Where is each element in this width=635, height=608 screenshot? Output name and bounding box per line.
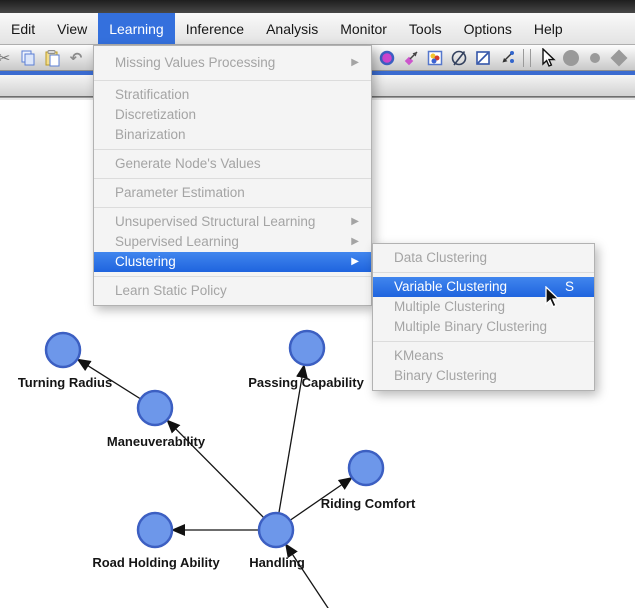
- menu-separator: [373, 341, 594, 342]
- menu-separator: [94, 178, 371, 179]
- menu-item-data-clustering[interactable]: Data Clustering: [373, 248, 594, 268]
- menu-item-label: Supervised Learning: [115, 234, 239, 249]
- menu-item-clustering[interactable]: Clustering: [94, 252, 371, 272]
- menu-item-generate-nodes-values[interactable]: Generate Node's Values: [94, 154, 371, 174]
- menu-separator: [94, 276, 371, 277]
- arc-dart-icon[interactable]: [401, 48, 421, 68]
- menu-help[interactable]: Help: [533, 20, 563, 37]
- submenu-arrow-icon: [351, 50, 359, 76]
- menu-separator: [94, 80, 371, 81]
- menu-item-label: Binary Clustering: [394, 368, 497, 383]
- window-top-strip: [0, 0, 635, 13]
- menu-options[interactable]: Options: [463, 20, 512, 37]
- node-riding-comfort[interactable]: [347, 449, 385, 487]
- undo-icon[interactable]: ↶: [69, 49, 83, 67]
- menu-item-multiple-binary-clustering[interactable]: Multiple Binary Clustering: [373, 317, 594, 337]
- edge-handling-passing-capability[interactable]: [275, 363, 308, 531]
- menu-item-binarization[interactable]: Binarization: [94, 125, 371, 145]
- copy-icon[interactable]: [18, 48, 38, 68]
- menu-item-variable-clustering[interactable]: Variable Clustering S: [373, 277, 594, 297]
- menu-item-unsupervised-structural-learning[interactable]: Unsupervised Structural Learning: [94, 212, 371, 232]
- menu-item-label: Binarization: [115, 127, 186, 142]
- menu-separator: [94, 207, 371, 208]
- mouse-cursor-icon: [545, 286, 561, 308]
- menu-view[interactable]: View: [57, 20, 88, 37]
- learning-menu-dropdown: Missing Values Processing Stratification…: [93, 45, 372, 306]
- magenta-node-icon[interactable]: [377, 48, 397, 68]
- menu-item-label: Clustering: [115, 254, 176, 269]
- arc-endpoints-icon[interactable]: [497, 48, 517, 68]
- pointer-tool-icon[interactable]: [537, 47, 557, 68]
- node-turning-radius[interactable]: [44, 331, 82, 369]
- nodes: [44, 329, 385, 549]
- diamond-shape-icon[interactable]: [609, 48, 629, 68]
- node-handling[interactable]: [257, 511, 295, 549]
- node-label: Road Holding Ability: [92, 555, 220, 570]
- node-label: Maneuverability: [107, 434, 206, 449]
- menubar: Edit View Learning Inference Analysis Mo…: [0, 13, 635, 45]
- edge-offscreen-handling[interactable]: [285, 543, 332, 608]
- submenu-arrow-icon: [351, 252, 359, 272]
- menu-item-supervised-learning[interactable]: Supervised Learning: [94, 232, 371, 252]
- menu-item-label: Multiple Binary Clustering: [394, 319, 548, 334]
- menu-item-label: KMeans: [394, 348, 444, 363]
- clustering-submenu: Data Clustering Variable Clustering S Mu…: [372, 243, 595, 391]
- menu-edit[interactable]: Edit: [11, 20, 36, 37]
- menu-learning[interactable]: Learning: [98, 13, 175, 44]
- paste-icon[interactable]: [42, 48, 62, 68]
- node-label: Handling: [249, 555, 305, 570]
- menu-item-discretization[interactable]: Discretization: [94, 105, 371, 125]
- node-road-holding-ability[interactable]: [136, 511, 174, 549]
- menu-item-shortcut: S: [564, 279, 574, 294]
- toolbar-separator: [523, 48, 531, 67]
- menu-item-stratification[interactable]: Stratification: [94, 85, 371, 105]
- submenu-arrow-icon: [351, 212, 359, 232]
- menu-item-label: Learn Static Policy: [115, 283, 227, 298]
- slashed-square-icon[interactable]: [473, 48, 493, 68]
- menu-separator: [373, 272, 594, 273]
- slashed-circle-icon[interactable]: [449, 48, 469, 68]
- menu-item-label: Discretization: [115, 107, 197, 122]
- menu-analysis[interactable]: Analysis: [266, 20, 319, 37]
- cut-icon[interactable]: ✂: [0, 49, 11, 67]
- menu-tools[interactable]: Tools: [408, 20, 442, 37]
- menu-item-label: Variable Clustering: [394, 279, 508, 294]
- node-labels: Turning Radius Maneuverability Passing C…: [18, 375, 416, 570]
- menu-item-label: Stratification: [115, 87, 190, 102]
- node-label: Turning Radius: [18, 375, 112, 390]
- menu-monitor[interactable]: Monitor: [340, 20, 387, 37]
- menu-item-label: Unsupervised Structural Learning: [115, 214, 316, 229]
- menu-item-parameter-estimation[interactable]: Parameter Estimation: [94, 183, 371, 203]
- menu-item-kmeans[interactable]: KMeans: [373, 346, 594, 366]
- node-maneuverability[interactable]: [136, 389, 174, 427]
- menu-separator: [94, 149, 371, 150]
- menu-item-label: Parameter Estimation: [115, 185, 245, 200]
- node-passing-capability[interactable]: [288, 329, 326, 367]
- menu-item-learn-static-policy[interactable]: Learn Static Policy: [94, 281, 371, 301]
- menu-inference[interactable]: Inference: [185, 20, 245, 37]
- node-label: Passing Capability: [248, 375, 364, 390]
- menu-item-missing-values-processing[interactable]: Missing Values Processing: [94, 50, 371, 76]
- color-palette-icon[interactable]: [425, 48, 445, 68]
- circle-shape-icon[interactable]: [561, 48, 581, 68]
- menu-item-binary-clustering[interactable]: Binary Clustering: [373, 366, 594, 386]
- submenu-arrow-icon: [351, 232, 359, 252]
- menu-item-multiple-clustering[interactable]: Multiple Clustering: [373, 297, 594, 317]
- menu-item-label: Data Clustering: [394, 250, 488, 265]
- edge-handling-maneuverability[interactable]: [166, 419, 277, 531]
- edges: [76, 358, 353, 608]
- menu-item-label: Missing Values Processing: [115, 55, 276, 70]
- menu-item-label: Generate Node's Values: [115, 156, 261, 171]
- node-label: Riding Comfort: [321, 496, 416, 511]
- small-circle-shape-icon[interactable]: [585, 48, 605, 68]
- menu-item-label: Multiple Clustering: [394, 299, 506, 314]
